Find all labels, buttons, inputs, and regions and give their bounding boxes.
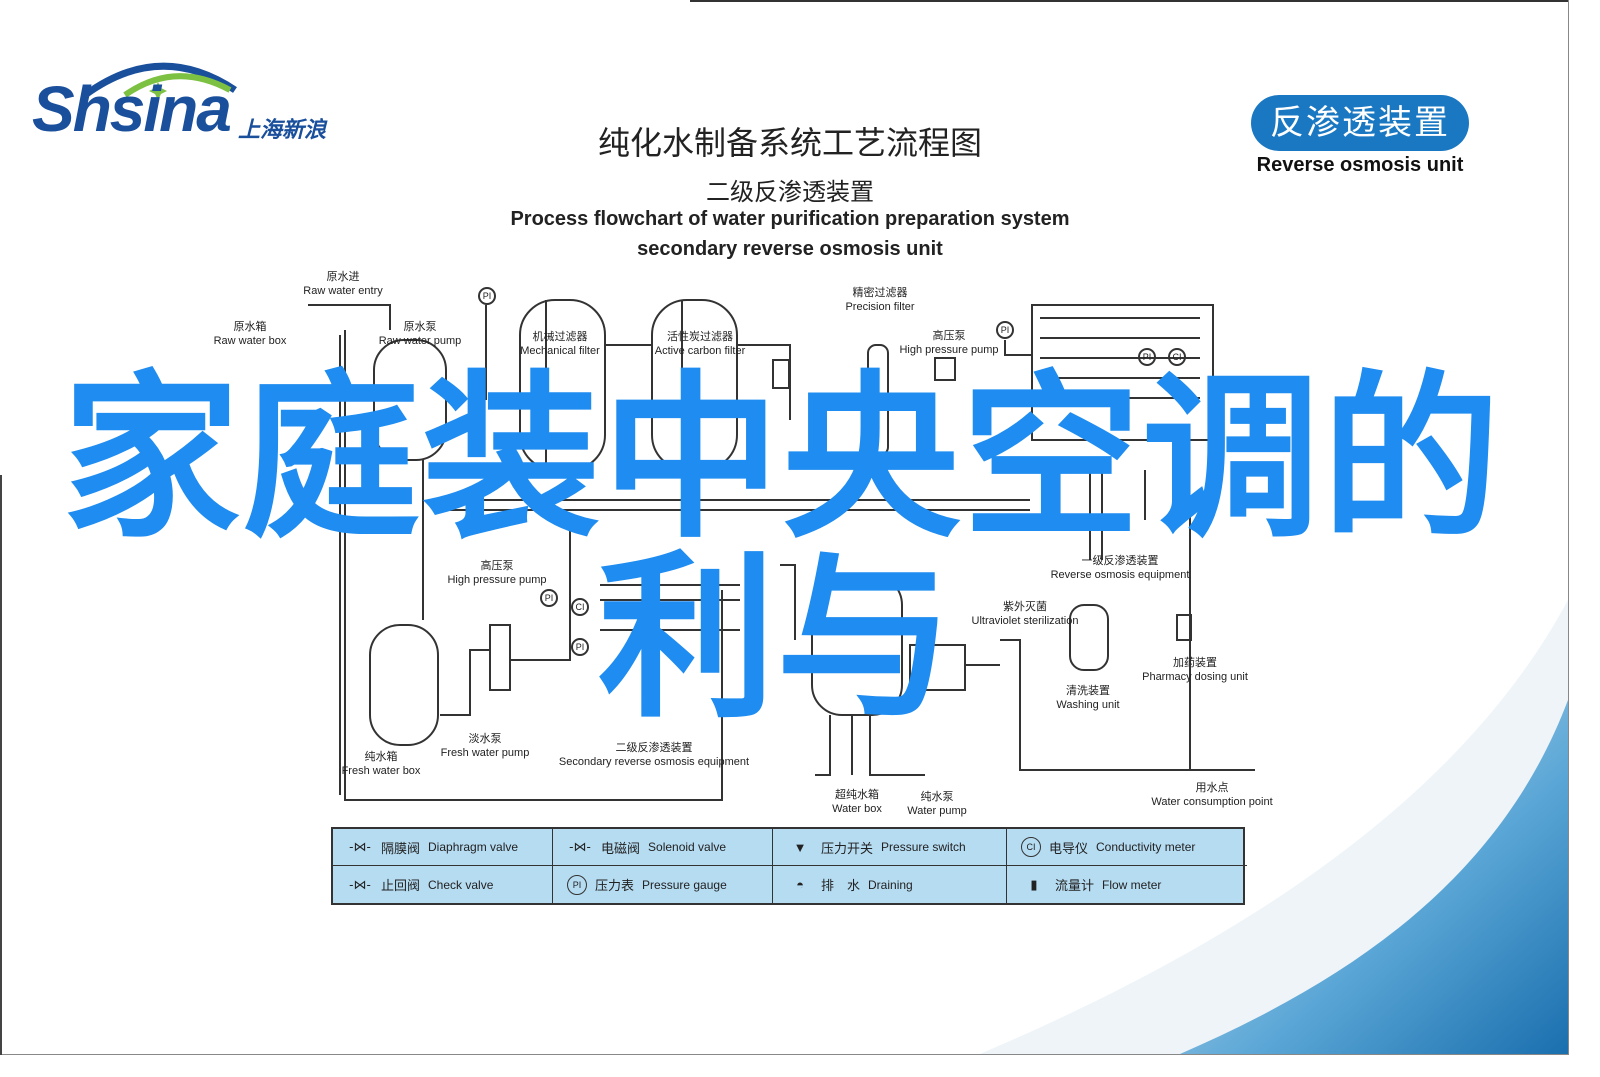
pressure-switch-icon: ▼ [793, 839, 807, 855]
check-valve-icon: -⋈- [349, 876, 371, 892]
mechanical-filter-tank [519, 299, 606, 471]
fresh-water-tank [369, 624, 439, 746]
pi-gauge-label: PI [575, 642, 585, 652]
ultra-pure-tank [811, 574, 903, 716]
pressure-gauge-icon: PI [567, 874, 587, 895]
uv-sterilizer [909, 644, 966, 691]
precision-filter [867, 344, 889, 456]
solenoid-valve-icon: -⋈- [569, 839, 591, 854]
logo-brand-cn: 上海新浪 [238, 118, 327, 143]
page-subtitle-cn: 二级反渗透装置 [706, 178, 874, 206]
overlay-headline-line1: 家庭装中央空调的 [62, 355, 1502, 562]
pi-gauge-label: PI [544, 593, 554, 603]
raw-water-tank [373, 339, 447, 461]
ro-badge-en: Reverse osmosis unit [1256, 154, 1464, 176]
top-border [690, 0, 1568, 2]
ci-meter-label: CI [575, 602, 585, 612]
pi-gauge-label: PI [1142, 352, 1152, 362]
pressure-gauge-icon [478, 287, 496, 305]
pi-gauge-label: PI [1000, 325, 1010, 335]
logo-arc-icon [82, 62, 237, 100]
draining-icon: ◓ [796, 877, 804, 892]
pi-gauge-label: PI [482, 291, 492, 301]
diaphragm-valve-icon: -⋈- [349, 839, 371, 854]
overlay-headline-line2: 利与 [598, 535, 954, 742]
page-subtitle-en: secondary reverse osmosis unit [637, 238, 943, 260]
washing-tank [1069, 604, 1109, 671]
left-border [0, 475, 2, 1055]
page-title-en: Process flowchart of water purification … [510, 208, 1070, 230]
conductivity-meter-icon: CI [1021, 837, 1041, 857]
ro-badge: 反渗透装置 [1251, 95, 1469, 151]
page-title-cn: 纯化水制备系统工艺流程图 [597, 124, 982, 162]
ci-meter-label: CI [1172, 352, 1182, 362]
page-frame [0, 0, 1569, 1055]
carbon-filter-tank [651, 299, 738, 471]
logo-brand: Shsina [32, 73, 232, 145]
flow-meter-icon: ▮ [1030, 876, 1038, 892]
